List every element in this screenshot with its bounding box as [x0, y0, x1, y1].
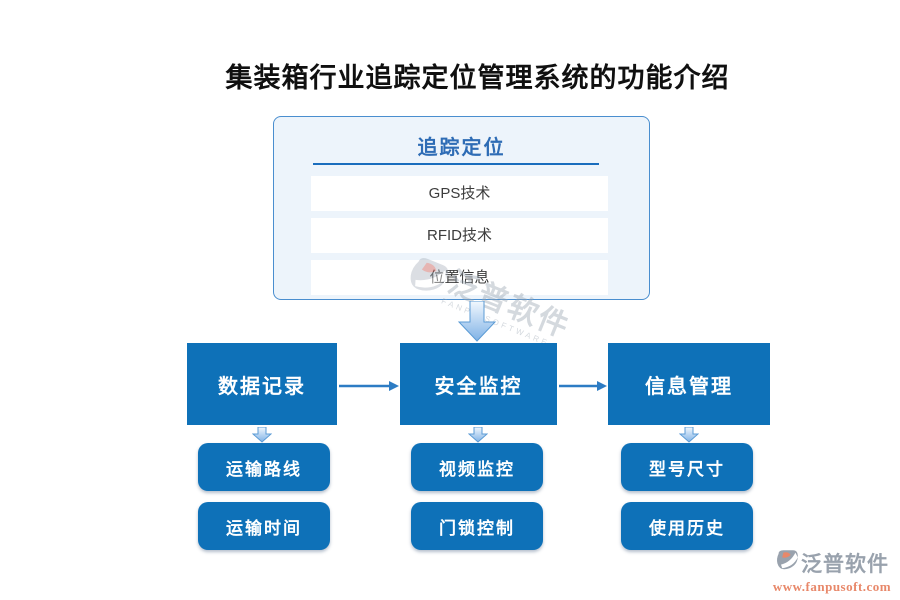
panel-item-rfid: RFID技术: [311, 218, 608, 253]
sub-node-transport-route: 运输路线: [198, 443, 330, 491]
right-arrow-icon: [559, 379, 608, 397]
sub-node-doorlock-control: 门锁控制: [411, 502, 543, 550]
flow-node-security-monitor: 安全监控: [400, 343, 557, 425]
flow-node-data-record: 数据记录: [187, 343, 337, 425]
fanpu-logo-icon: [775, 549, 799, 578]
down-arrow-icon: [678, 426, 700, 448]
panel-item-gps: GPS技术: [311, 176, 608, 211]
down-arrow-icon: [251, 426, 273, 448]
page-title: 集装箱行业追踪定位管理系统的功能介绍: [225, 63, 730, 93]
flow-node-info-manage: 信息管理: [608, 343, 770, 425]
panel-underline: [313, 163, 599, 165]
panel-item-location: 位置信息: [311, 260, 608, 295]
tracking-panel: 追踪定位 GPS技术 RFID技术 位置信息: [273, 116, 650, 300]
footer-brand-text: 泛普软件: [801, 553, 889, 576]
panel-header: 追踪定位: [417, 137, 506, 159]
sub-node-video-monitor: 视频监控: [411, 443, 543, 491]
down-arrow-icon: [457, 300, 497, 347]
sub-node-model-size: 型号尺寸: [621, 443, 753, 491]
footer-brand: 泛普软件 www.fanpusoft.com: [770, 548, 894, 595]
down-arrow-icon: [467, 426, 489, 448]
footer-url: www.fanpusoft.com: [772, 579, 892, 594]
right-arrow-icon: [339, 379, 400, 397]
sub-node-usage-history: 使用历史: [621, 502, 753, 550]
sub-node-transport-time: 运输时间: [198, 502, 330, 550]
